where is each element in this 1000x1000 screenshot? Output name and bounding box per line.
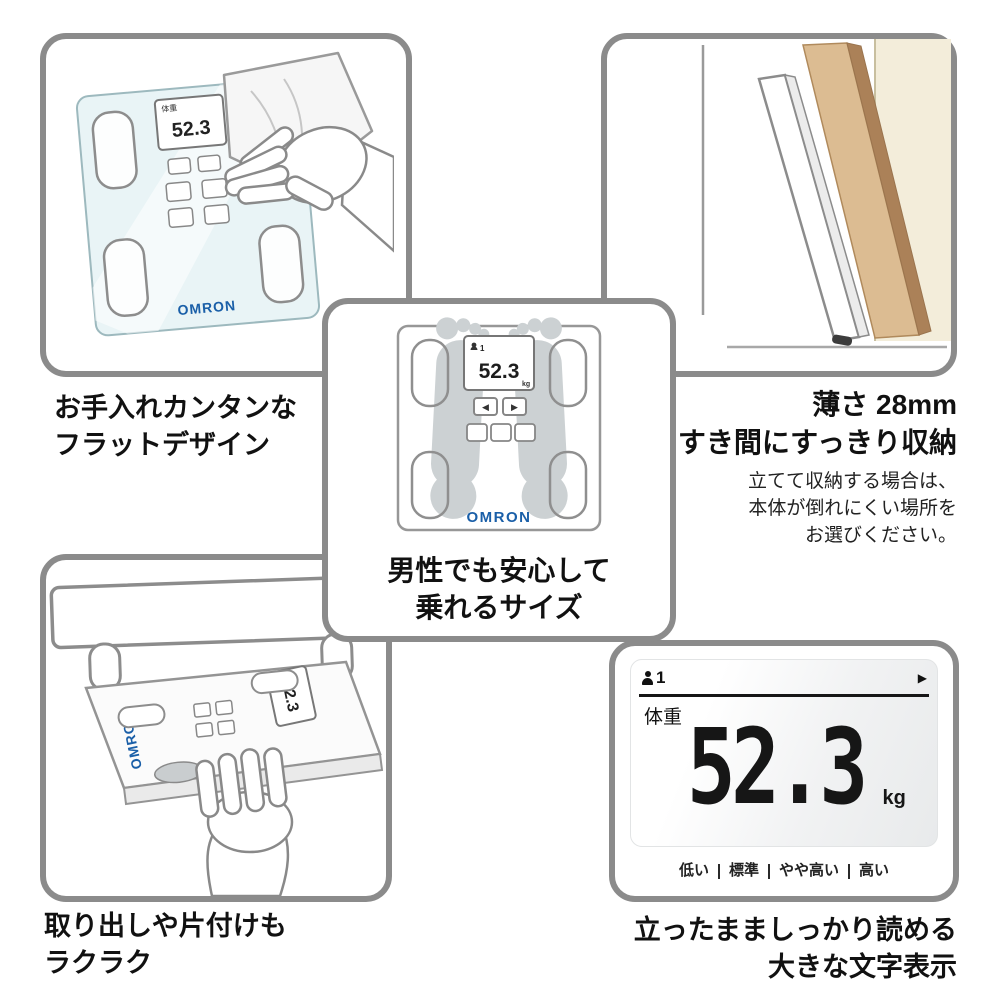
panel-size: 1 52.3 kg ◀ ▶ OMRON 男性でも安心して 乗れるサイズ bbox=[322, 298, 676, 642]
caption-size: 男性でも安心して 乗れるサイズ bbox=[387, 555, 611, 623]
range-low: 低い bbox=[678, 862, 709, 879]
range-high: 高い bbox=[859, 862, 890, 879]
mini-display-value: 52.3 bbox=[479, 360, 520, 383]
hand-icon bbox=[224, 125, 394, 253]
range-separator bbox=[848, 863, 851, 879]
brand-logo: OMRON bbox=[467, 509, 532, 526]
user-icon bbox=[641, 671, 654, 685]
scale-foot bbox=[832, 334, 853, 346]
caption-retrieve: 取り出しや片付けも ラクラク bbox=[44, 911, 287, 978]
next-button-icon: ▶ bbox=[511, 402, 518, 412]
prev-button-icon: ◀ bbox=[482, 402, 489, 412]
panel-clean: 体重 52.3 OMRON bbox=[40, 33, 412, 377]
weight-unit: kg bbox=[882, 787, 906, 810]
arrow-right-icon: ▶ bbox=[917, 671, 927, 685]
brand-logo: OMRON bbox=[177, 297, 237, 318]
caption-storage: 薄さ 28mm すき間にすっきり収納 bbox=[678, 386, 957, 462]
range-scale: 低い 標準 やや高い 高い bbox=[615, 863, 953, 879]
caption-storage-line2: すき間にすっきり収納 bbox=[677, 427, 957, 458]
hand-icon bbox=[195, 747, 294, 896]
weight-label: 体重 bbox=[644, 706, 683, 728]
storage-illustration bbox=[701, 39, 951, 349]
user-icon bbox=[471, 342, 477, 348]
lcd-divider bbox=[639, 694, 929, 697]
storage-note: 立てて収納する場合は、 本体が倒れにくい場所を お選びください。 bbox=[747, 471, 957, 546]
mini-display: 1 52.3 kg bbox=[463, 335, 535, 391]
size-illustration: 1 52.3 kg ◀ ▶ OMRON bbox=[396, 316, 602, 532]
scale-buttons bbox=[193, 699, 236, 738]
caption-storage-line1: 薄さ 28mm bbox=[812, 389, 957, 420]
lcd-top-row: 1 ▶ bbox=[631, 660, 937, 692]
mini-display-value: 52.3 bbox=[171, 117, 212, 142]
mini-display-label: 体重 bbox=[161, 102, 178, 113]
electrode-pads bbox=[410, 338, 588, 520]
scale-buttons: ◀ ▶ bbox=[466, 397, 536, 442]
panel-display: 1 ▶ 体重 52.3 kg 低い 標準 やや高い 高い bbox=[609, 640, 959, 902]
range-separator bbox=[768, 863, 770, 879]
caption-display: 立ったまましっかり読める 大きな文字表示 bbox=[633, 915, 957, 982]
user-number: 1 bbox=[656, 668, 666, 687]
clean-illustration: 体重 52.3 OMRON bbox=[75, 51, 394, 337]
range-separator bbox=[717, 863, 720, 879]
wood-board-icon bbox=[802, 42, 932, 339]
svg-text:1: 1 bbox=[480, 344, 485, 353]
weight-value-row: 52.3 kg bbox=[631, 705, 937, 828]
caption-clean: お手入れカンタンな フラットデザイン bbox=[54, 390, 297, 464]
scale-pullout-icon: OMRON 52.3 bbox=[84, 660, 384, 806]
mini-display bbox=[153, 93, 228, 151]
range-slightly-high: やや高い bbox=[779, 862, 840, 879]
range-standard: 標準 bbox=[728, 862, 759, 879]
caption-clean-line2: フラットデザイン bbox=[54, 430, 270, 460]
scale-side-icon bbox=[757, 73, 870, 346]
mini-display-unit: kg bbox=[522, 381, 530, 388]
retrieve-illustration: OMRON 52.3 bbox=[49, 574, 385, 896]
weight-value: 52.3 bbox=[687, 705, 868, 828]
electrode-pads bbox=[117, 669, 299, 729]
lcd-screen: 1 ▶ 体重 52.3 kg bbox=[630, 659, 938, 847]
caption-clean-line1: お手入れカンタンな bbox=[54, 393, 297, 423]
